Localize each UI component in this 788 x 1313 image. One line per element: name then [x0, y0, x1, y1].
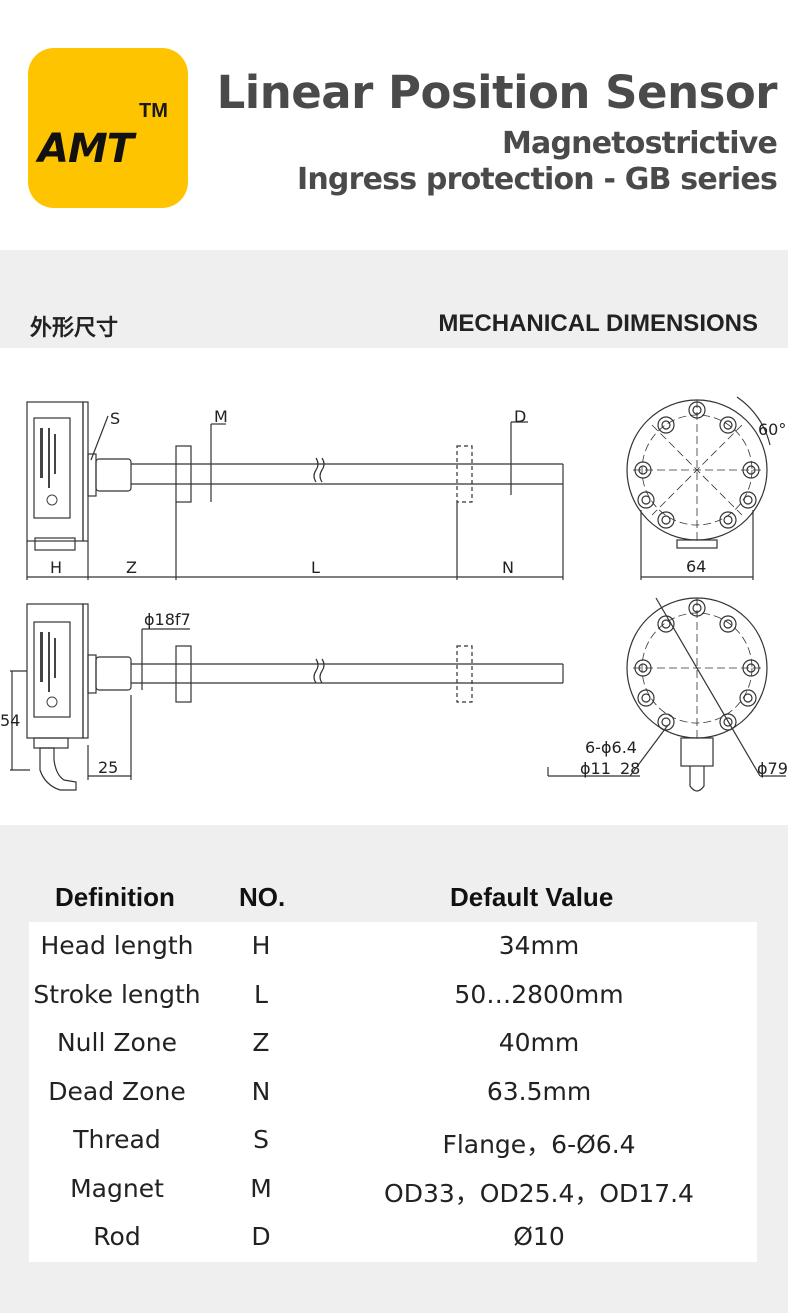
- value-cell: 40mm: [498, 1028, 580, 1057]
- spec-table: Head length H 34mm Stroke length L 50…28…: [29, 922, 757, 1262]
- table-row: Thread S Flange，6-Ø6.4: [29, 1125, 757, 1173]
- table-row: Dead Zone N 63.5mm: [29, 1077, 757, 1125]
- code-cell: Z: [252, 1028, 270, 1057]
- code-cell: N: [251, 1077, 271, 1106]
- table-row: Magnet M OD33，OD25.4，OD17.4: [29, 1174, 757, 1222]
- label-D: D: [514, 407, 526, 426]
- label-counterbore: ϕ11: [580, 759, 611, 778]
- code-cell: L: [254, 980, 268, 1009]
- label-Z: Z: [126, 558, 137, 577]
- value-cell: 34mm: [498, 931, 580, 960]
- definition-cell: Stroke length: [33, 980, 201, 1009]
- code-cell: M: [250, 1174, 272, 1203]
- label-54: 54: [0, 711, 20, 730]
- section-title-en: MECHANICAL DIMENSIONS: [438, 310, 758, 337]
- column-header-no: NO.: [239, 882, 286, 912]
- code-cell: H: [251, 931, 271, 960]
- definition-cell: Head length: [40, 931, 194, 960]
- label-H: H: [50, 558, 62, 577]
- page-subtitle-series: Ingress protection - GB series: [297, 162, 778, 197]
- page-subtitle: Magnetostrictive: [501, 126, 778, 161]
- table-row: Head length H 34mm: [29, 931, 757, 979]
- value-cell: Ø10: [513, 1222, 565, 1251]
- label-N: N: [502, 558, 514, 577]
- nameplate-top: [33, 417, 71, 519]
- label-S: S: [110, 409, 120, 428]
- page-title: Linear Position Sensor: [216, 66, 778, 119]
- label-64: 64: [686, 557, 706, 576]
- label-M: M: [214, 407, 228, 426]
- label-L: L: [311, 558, 320, 577]
- label-depth: 28: [620, 759, 640, 778]
- table-row: Rod D Ø10: [29, 1222, 757, 1270]
- label-holes: 6-ϕ6.4: [585, 738, 637, 757]
- column-header-definition: Definition: [55, 882, 175, 912]
- label-phi79: ϕ79: [757, 759, 788, 778]
- section-title-cn: 外形尺寸: [30, 315, 119, 340]
- mechanical-drawing: S M D H Z L N 60° 64 ϕ18f7 54 25 6-ϕ6.4 …: [0, 396, 788, 792]
- label-60deg: 60°: [758, 420, 786, 439]
- definition-cell: Magnet: [70, 1174, 164, 1203]
- definition-cell: Thread: [73, 1125, 161, 1154]
- value-cell: OD33，OD25.4，OD17.4: [384, 1179, 694, 1208]
- definition-cell: Dead Zone: [48, 1077, 186, 1106]
- value-cell: Flange，6-Ø6.4: [442, 1130, 636, 1159]
- section-header: 外形尺寸 MECHANICAL DIMENSIONS: [0, 250, 788, 348]
- value-cell: 63.5mm: [486, 1077, 592, 1106]
- label-25: 25: [98, 758, 118, 777]
- value-cell: 50…2800mm: [454, 980, 624, 1009]
- trademark-mark: TM: [139, 100, 168, 122]
- amt-logo: TM AMT: [28, 48, 188, 208]
- code-cell: D: [251, 1222, 271, 1251]
- table-row: Stroke length L 50…2800mm: [29, 980, 757, 1028]
- definition-cell: Null Zone: [56, 1028, 178, 1057]
- table-row: Null Zone Z 40mm: [29, 1028, 757, 1076]
- code-cell: S: [253, 1125, 269, 1154]
- definition-cell: Rod: [93, 1222, 141, 1251]
- logo-brand-text: AMT: [38, 126, 134, 172]
- column-header-default-value: Default Value: [450, 882, 614, 912]
- spec-table-section: Definition NO. Default Value Head length…: [0, 825, 788, 1313]
- label-phi18f7: ϕ18f7: [144, 610, 191, 629]
